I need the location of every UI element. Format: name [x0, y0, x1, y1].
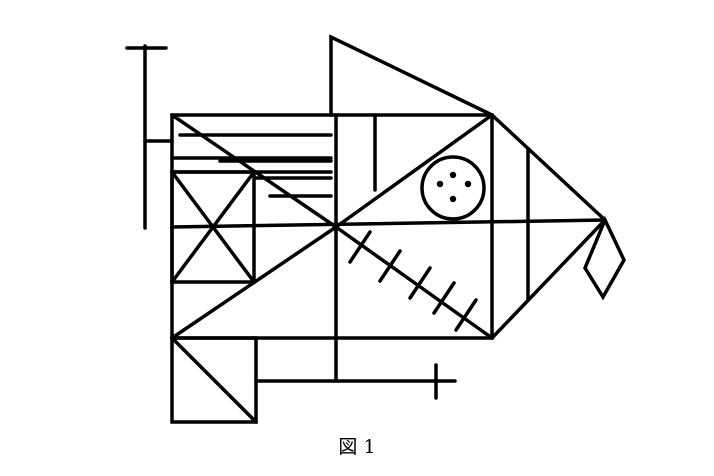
eye-dot-right [464, 180, 472, 188]
diagonal-lower-right [334, 225, 494, 340]
snout [583, 215, 626, 301]
figure-caption: 図 1 [338, 436, 376, 458]
spine-ribs-3 [408, 266, 432, 300]
x-box-diagonal-2 [170, 170, 256, 284]
bottom-left-diagonal [170, 336, 258, 424]
eye-dot-bottom [449, 195, 457, 203]
spine-ribs-1 [348, 230, 372, 264]
eye-dot-center [449, 171, 457, 179]
head-bottom-edge [490, 218, 607, 340]
eye-circle [420, 155, 486, 221]
head-top-edge [490, 113, 607, 222]
top-fin [329, 34, 494, 117]
spine-ribs-5 [454, 298, 478, 332]
diagonal-upper-right [334, 113, 494, 229]
eye-dot-left [436, 180, 444, 188]
center-horizontal-line [170, 218, 607, 229]
x-box [170, 170, 256, 284]
spine-ribs-2 [378, 249, 402, 283]
spine-ribs-4 [432, 281, 456, 315]
